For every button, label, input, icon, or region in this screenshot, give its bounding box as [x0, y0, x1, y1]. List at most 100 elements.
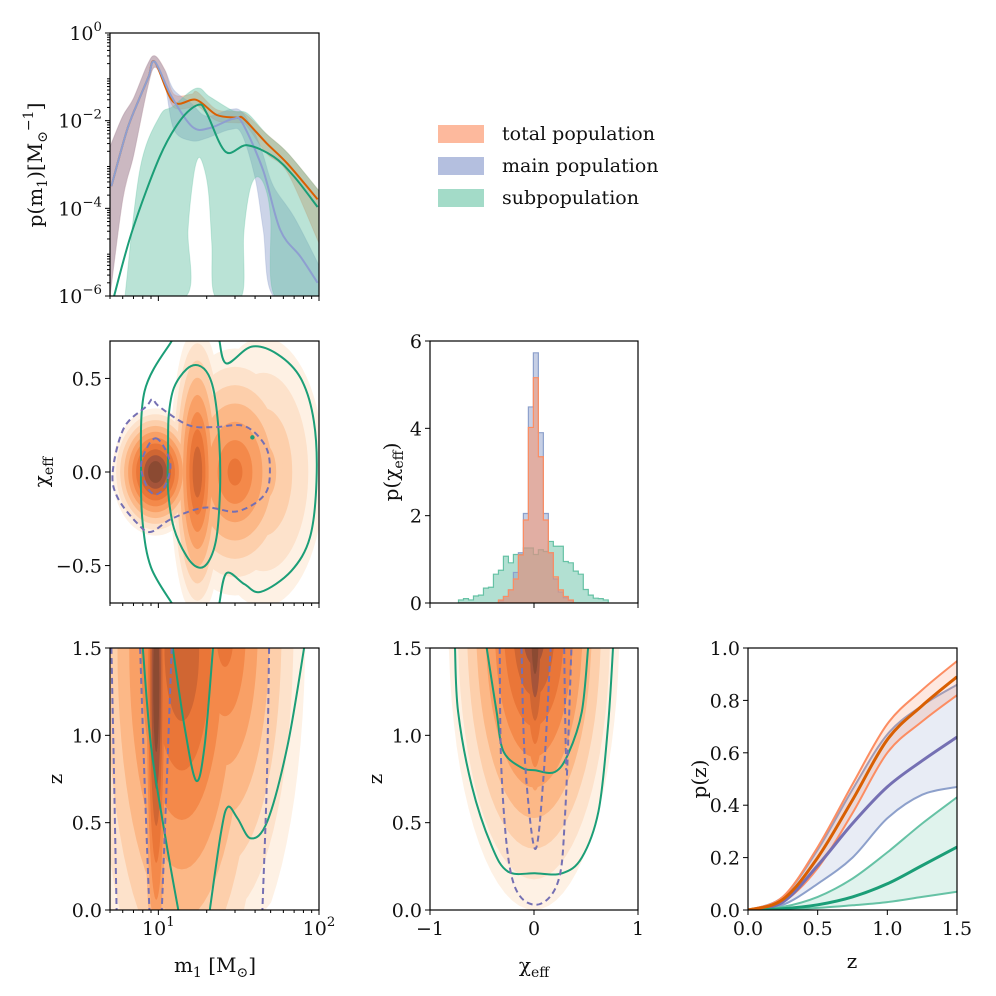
y-axis-label: z — [43, 774, 67, 785]
y-tick-label: 10−6 — [58, 283, 102, 308]
y-axis-label-part: 1 — [35, 179, 51, 188]
plot-area-m1_chieff — [111, 341, 319, 603]
legend-swatch-sub — [438, 189, 484, 207]
y-axis-label-part: p(z) — [687, 760, 711, 799]
y-tick-label: 1.0 — [710, 638, 740, 660]
x-tick-label: 0.5 — [803, 918, 833, 940]
y-tick-label: 2 — [410, 506, 422, 528]
y-tick-label-part: −4 — [82, 195, 102, 210]
y-tick-label-part: 0.0 — [710, 900, 740, 922]
y-tick-label-part: 1.0 — [392, 725, 422, 747]
y-tick-label: 0.5 — [72, 368, 102, 390]
x-axis-label: z — [847, 949, 858, 973]
contour-sub — [454, 648, 614, 876]
contour-sub — [208, 648, 306, 910]
y-tick-label: 1.0 — [72, 725, 102, 747]
x-tick-label: 1 — [632, 918, 644, 940]
y-axis-label: p(z) — [687, 760, 711, 799]
y-tick-label-part: 2 — [410, 506, 422, 528]
y-tick-label-part: 6 — [410, 331, 422, 353]
axes-frame — [109, 647, 320, 911]
y-axis-label-part: ⊙ — [35, 131, 51, 143]
y-axis-label-part: ) — [379, 443, 403, 451]
y-axis-label-part: z — [363, 774, 387, 785]
x-tick-label-part: 0.0 — [733, 918, 763, 940]
contour-main — [139, 437, 172, 496]
contour-main — [139, 648, 151, 910]
contour-sub — [218, 341, 318, 603]
x-tick-label-part: 2 — [327, 915, 335, 930]
band-edge-main — [748, 785, 957, 910]
y-tick-label-part: 1.0 — [710, 638, 740, 660]
y-tick-label-part: 10 — [69, 23, 93, 45]
legend: total population main population subpopu… — [438, 118, 659, 214]
density-level-6 — [227, 458, 243, 486]
y-tick-label: 0.6 — [710, 743, 740, 765]
legend-item-total: total population — [438, 118, 659, 150]
y-axis-label-part: eff — [391, 449, 407, 468]
x-axis-label-part: [M — [202, 953, 237, 977]
axes-frame — [109, 32, 320, 297]
x-tick-label-part: −1 — [416, 918, 444, 940]
x-tick-label: 1.0 — [872, 918, 902, 940]
contour-main — [261, 648, 271, 910]
x-tick-label: −1 — [416, 918, 444, 940]
x-tick-label: 102 — [303, 915, 336, 940]
x-axis-label-part: m — [174, 953, 193, 977]
plot-area-chieff_hist — [457, 352, 609, 603]
y-tick-label-part: −0.5 — [56, 556, 102, 578]
y-tick-label: 0.8 — [710, 690, 740, 712]
contour-sub — [166, 363, 222, 569]
x-tick-label-part: 1 — [166, 915, 174, 930]
plot-area-m1_pdf — [110, 55, 319, 296]
plot-area-z_pdf — [748, 660, 957, 910]
contour-point-sub — [250, 435, 255, 440]
y-tick-label-part: 10 — [58, 198, 82, 220]
legend-swatch-main — [438, 157, 484, 175]
median-line-sub — [748, 845, 957, 910]
y-tick-label: 0.0 — [392, 900, 422, 922]
x-tick-label-part: 10 — [303, 918, 327, 940]
panel-chieff_z — [425, 647, 639, 915]
y-axis-label: p(m1)[M⊙−1] — [21, 103, 51, 228]
legend-label-sub: subpopulation — [502, 187, 639, 209]
density-level-7 — [192, 446, 203, 498]
panel-chieff_hist — [425, 340, 639, 608]
band-edge-sub — [748, 796, 957, 910]
y-tick-label-part: 0 — [410, 593, 422, 615]
x-tick-label: 1.5 — [942, 918, 972, 940]
y-tick-label-part: 10 — [58, 286, 82, 308]
x-tick-label-part: 0.5 — [803, 918, 833, 940]
y-axis-label-part: ] — [23, 103, 47, 111]
y-tick-label-part: 0.6 — [710, 743, 740, 765]
histogram-total — [458, 377, 609, 603]
y-tick-label-part: 4 — [410, 418, 422, 440]
x-tick-label: 0 — [528, 918, 540, 940]
contour-main — [563, 648, 568, 771]
y-tick-label: 0.0 — [72, 900, 102, 922]
panel-m1_z — [105, 647, 320, 915]
y-tick-label: 0.4 — [710, 795, 740, 817]
contour-main — [110, 648, 118, 910]
x-axis-label: m1 [M⊙] — [174, 953, 256, 981]
y-tick-label-part: 0.2 — [710, 848, 740, 870]
band-edge-total — [748, 660, 957, 910]
band-sub — [124, 87, 319, 296]
density-level-9 — [153, 648, 160, 752]
x-tick-label-part: 1 — [632, 918, 644, 940]
y-tick-label-part: 0.0 — [392, 900, 422, 922]
density-level-7 — [164, 648, 200, 722]
panel-m1_pdf — [105, 32, 320, 301]
y-tick-label-part: 0.4 — [710, 795, 740, 817]
contour-main — [520, 648, 552, 850]
y-tick-label: 0.2 — [710, 848, 740, 870]
y-tick-label: 6 — [410, 331, 422, 353]
contour-main — [160, 648, 173, 910]
density-level-6 — [216, 648, 234, 667]
contour-sub — [141, 648, 180, 910]
y-axis-label: χeff — [29, 456, 57, 487]
y-tick-label: 1.5 — [72, 638, 102, 660]
y-axis-label-part: )[M — [23, 143, 47, 179]
axes-frame — [747, 647, 958, 911]
